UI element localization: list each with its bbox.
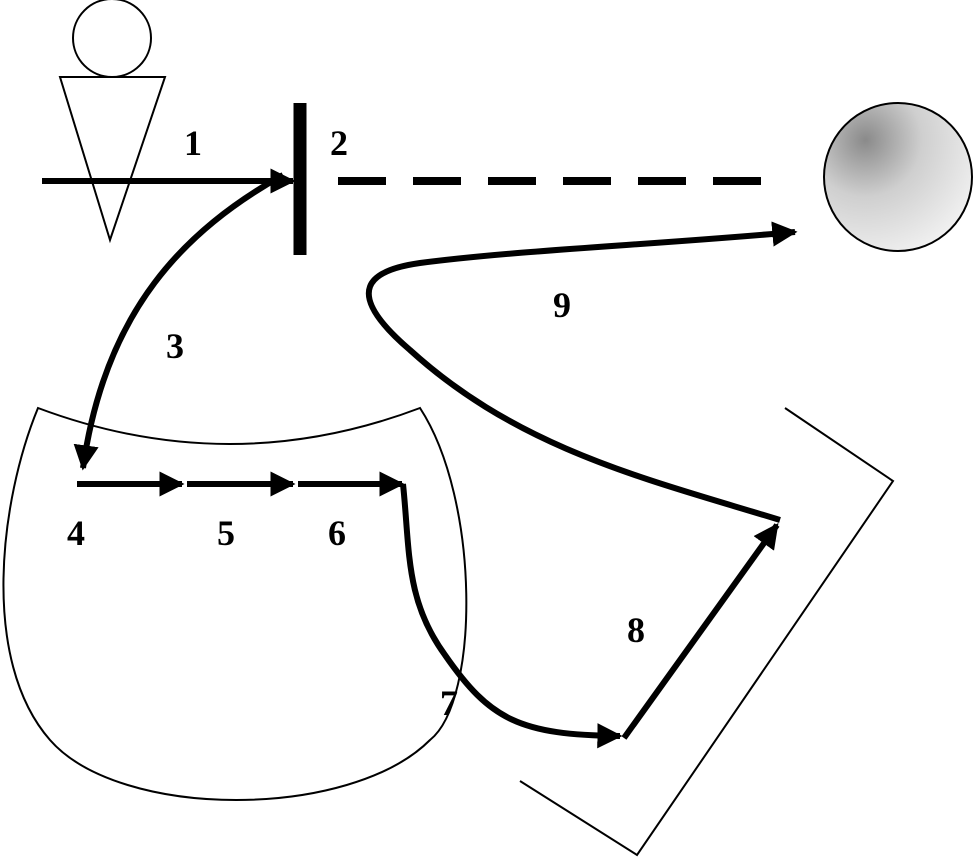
- label-3: 3: [166, 326, 184, 366]
- right-region-outline: [519, 407, 895, 857]
- person-figure-icon: [58, 0, 167, 244]
- person-body: [58, 76, 167, 244]
- sphere-icon: [823, 102, 973, 252]
- label-1: 1: [184, 123, 202, 163]
- arrow-8: [621, 522, 780, 740]
- label-5: 5: [217, 513, 235, 553]
- label-7: 7: [440, 683, 458, 723]
- label-2: 2: [330, 123, 348, 163]
- left-region-outline: [2, 406, 468, 801]
- arrow-9: [365, 221, 798, 523]
- label-9: 9: [553, 285, 571, 325]
- arrow-3: [73, 172, 285, 471]
- arrow-7: [400, 483, 623, 749]
- label-6: 6: [328, 513, 346, 553]
- person-head: [72, 0, 152, 78]
- label-8: 8: [627, 610, 645, 650]
- label-4: 4: [67, 513, 85, 553]
